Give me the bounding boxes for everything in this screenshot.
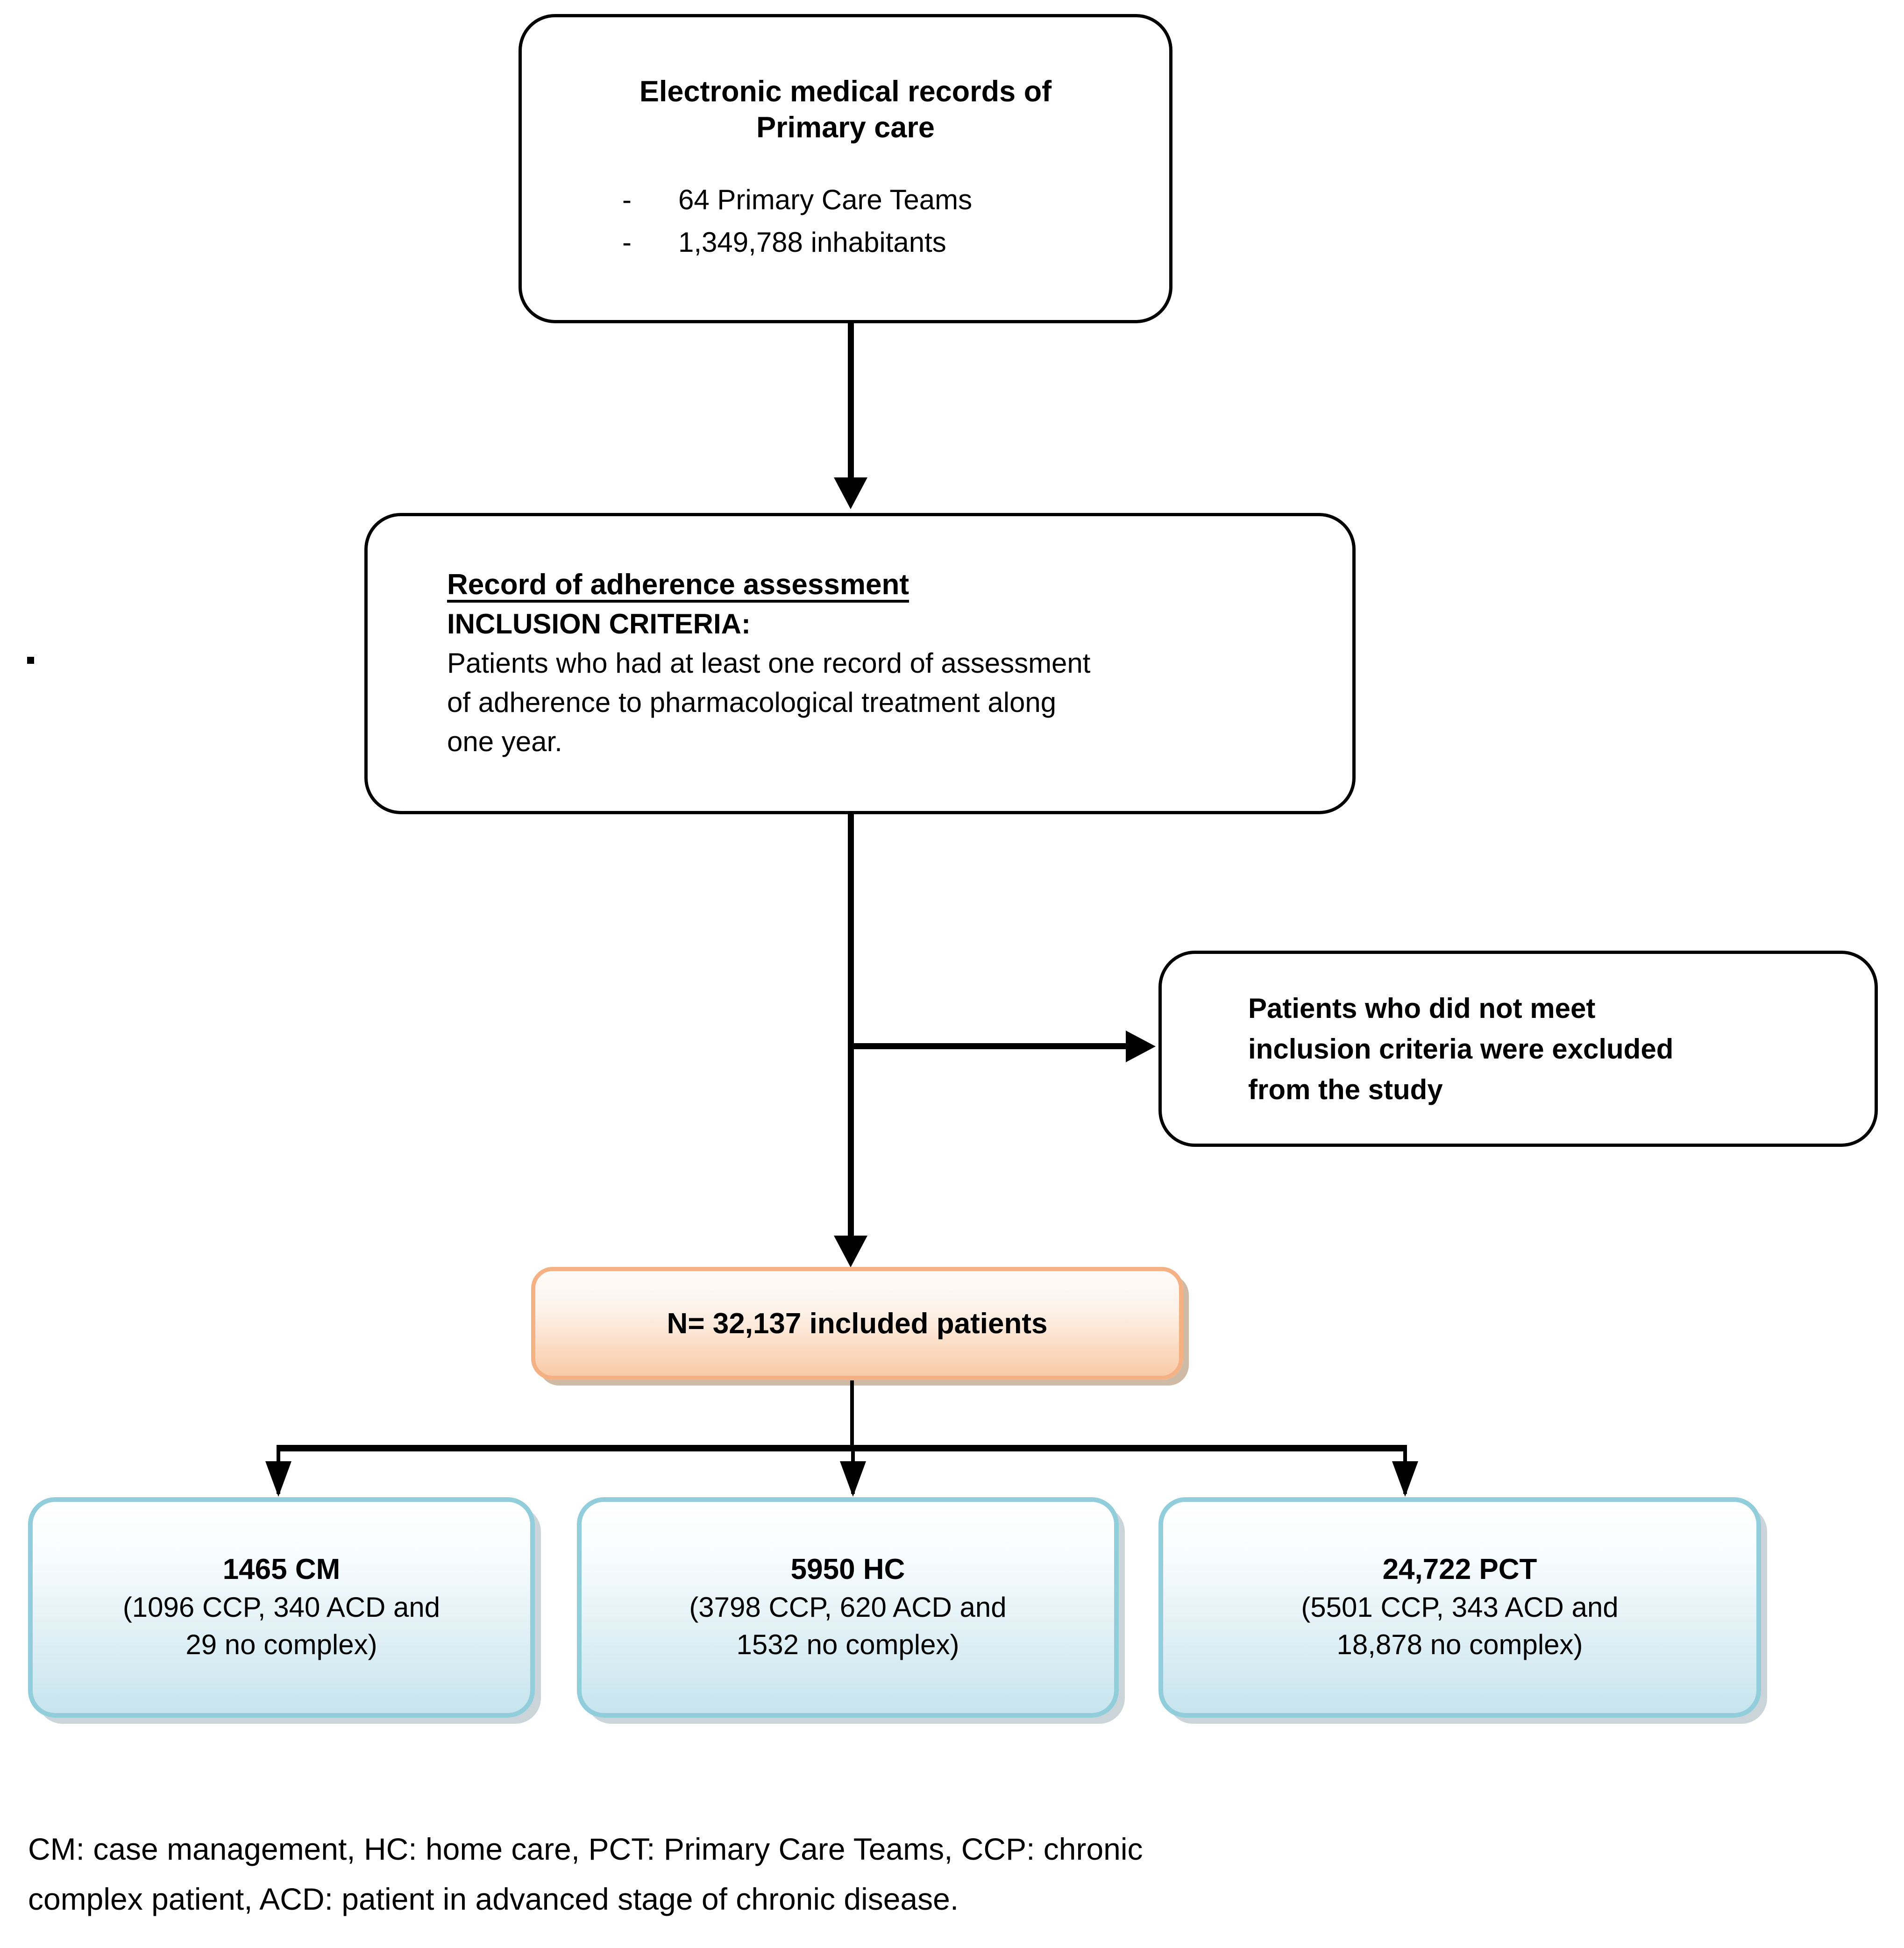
node-included-patients: N= 32,137 included patients <box>531 1267 1183 1380</box>
criteria-body-line3: one year. <box>447 726 562 757</box>
group-cm-headline: 1465 CM <box>222 1553 341 1586</box>
group-hc-detail-line2: 1532 no complex) <box>736 1629 959 1661</box>
group-hc-detail: (3798 CCP, 620 ACD and 1532 no complex) <box>689 1589 1006 1664</box>
excluded-body-line1: Patients who did not meet <box>1248 992 1596 1024</box>
arrowhead-down-icon <box>834 1236 867 1267</box>
stray-period-mark <box>27 657 34 664</box>
included-label: N= 32,137 included patients <box>667 1307 1048 1340</box>
group-pct-detail-line1: (5501 CCP, 343 ACD and <box>1301 1591 1619 1623</box>
caption-line-1: CM: case management, HC: home care, PCT:… <box>28 1832 1143 1866</box>
criteria-subtitle: INCLUSION CRITERIA: <box>447 608 751 640</box>
group-pct-detail-line2: 18,878 no complex) <box>1336 1629 1583 1661</box>
node-inclusion-criteria: Record of adherence assessment INCLUSION… <box>364 513 1356 814</box>
group-cm-detail-line2: 29 no complex) <box>185 1629 377 1661</box>
list-item: - 64 Primary Care Teams <box>622 178 1151 221</box>
node-source-records: Electronic medical records of Primary ca… <box>519 14 1172 323</box>
node-group-cm: 1465 CM (1096 CCP, 340 ACD and 29 no com… <box>28 1497 535 1718</box>
source-heading-line2: Primary care <box>756 111 935 144</box>
group-pct-detail: (5501 CCP, 343 ACD and 18,878 no complex… <box>1301 1589 1618 1664</box>
bullet-dash-icon: - <box>622 184 632 215</box>
group-hc-detail-line1: (3798 CCP, 620 ACD and <box>689 1591 1007 1623</box>
caption-line-2: complex patient, ACD: patient in advance… <box>28 1881 959 1916</box>
arrowhead-right-icon <box>1126 1031 1156 1062</box>
excluded-body: Patients who did not meet inclusion crit… <box>1248 988 1673 1110</box>
criteria-body: Patients who had at least one record of … <box>447 644 1090 761</box>
arrowhead-down-icon <box>840 1461 866 1497</box>
excluded-body-line3: from the study <box>1248 1074 1443 1105</box>
criteria-title: Record of adherence assessment <box>447 568 909 601</box>
arrowhead-down-icon <box>265 1461 291 1497</box>
criteria-body-line1: Patients who had at least one record of … <box>447 647 1091 679</box>
figure-caption: CM: case management, HC: home care, PCT:… <box>28 1824 1420 1924</box>
group-pct-headline: 24,722 PCT <box>1382 1553 1537 1586</box>
connector-source-to-criteria <box>848 323 854 477</box>
source-bullet-1: 1,349,788 inhabitants <box>678 226 946 258</box>
arrowhead-down-icon <box>834 477 867 509</box>
bullet-dash-icon: - <box>622 226 632 258</box>
group-hc-headline: 5950 HC <box>790 1553 905 1586</box>
excluded-body-line2: inclusion criteria were excluded <box>1248 1033 1674 1065</box>
node-group-pct: 24,722 PCT (5501 CCP, 343 ACD and 18,878… <box>1158 1497 1761 1718</box>
source-bullet-list: - 64 Primary Care Teams - 1,349,788 inha… <box>540 178 1151 263</box>
group-cm-detail-line1: (1096 CCP, 340 ACD and <box>122 1591 440 1623</box>
source-heading: Electronic medical records of Primary ca… <box>639 74 1051 146</box>
node-excluded-patients: Patients who did not meet inclusion crit… <box>1158 951 1878 1147</box>
source-bullet-0: 64 Primary Care Teams <box>678 184 973 215</box>
group-cm-detail: (1096 CCP, 340 ACD and 29 no complex) <box>123 1589 440 1664</box>
source-heading-line1: Electronic medical records of <box>639 75 1052 108</box>
arrowhead-down-icon <box>1392 1461 1418 1497</box>
list-item: - 1,349,788 inhabitants <box>622 221 1151 263</box>
connector-group-spreader <box>277 1445 1407 1451</box>
connector-to-excluded <box>850 1043 1130 1049</box>
connector-included-trunk <box>850 1380 854 1448</box>
node-group-hc: 5950 HC (3798 CCP, 620 ACD and 1532 no c… <box>577 1497 1119 1718</box>
connector-criteria-to-included <box>848 814 854 1236</box>
criteria-body-line2: of adherence to pharmacological treatmen… <box>447 687 1057 718</box>
